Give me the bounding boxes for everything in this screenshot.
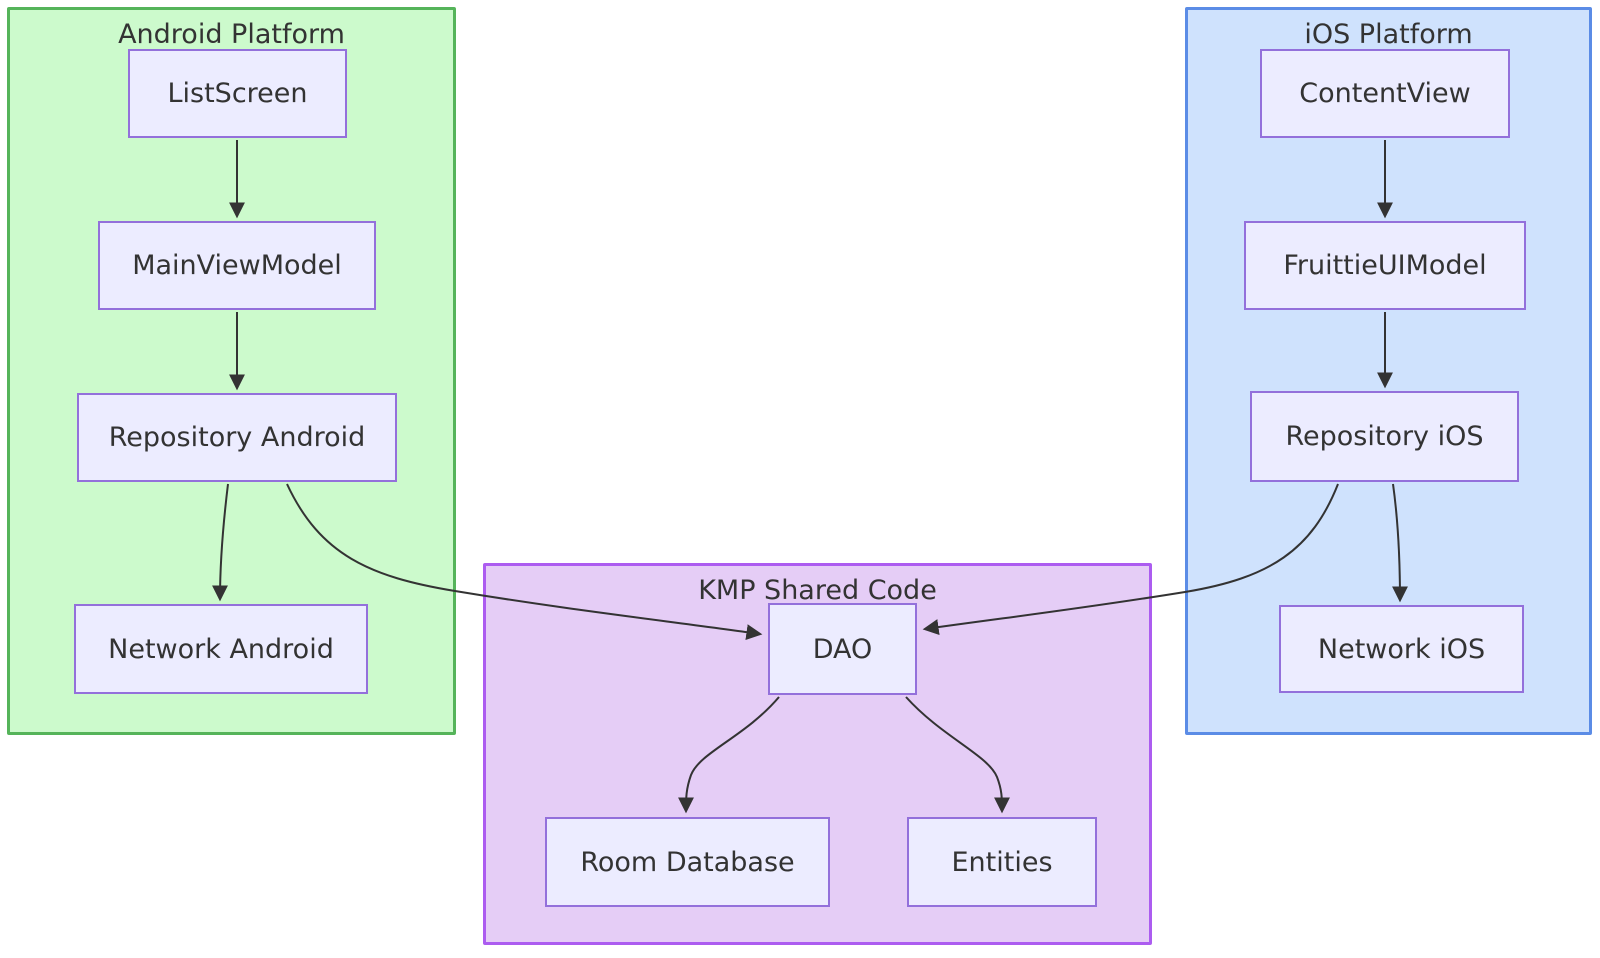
node-mainviewmodel: MainViewModel [98, 221, 376, 310]
node-fruittieuimodel: FruittieUIModel [1244, 221, 1526, 310]
group-ios-platform-title: iOS Platform [1304, 19, 1473, 50]
node-listscreen: ListScreen [128, 49, 347, 138]
node-network-ios: Network iOS [1279, 605, 1524, 693]
node-entities: Entities [907, 817, 1097, 907]
node-repository-android: Repository Android [77, 393, 397, 482]
node-dao: DAO [768, 603, 917, 695]
node-network-android: Network Android [74, 604, 368, 694]
group-android-platform-title: Android Platform [118, 19, 345, 50]
node-contentview: ContentView [1260, 49, 1510, 138]
node-room-database: Room Database [545, 817, 830, 907]
node-repository-ios: Repository iOS [1250, 391, 1519, 482]
group-kmp-shared-code-title: KMP Shared Code [698, 575, 937, 606]
